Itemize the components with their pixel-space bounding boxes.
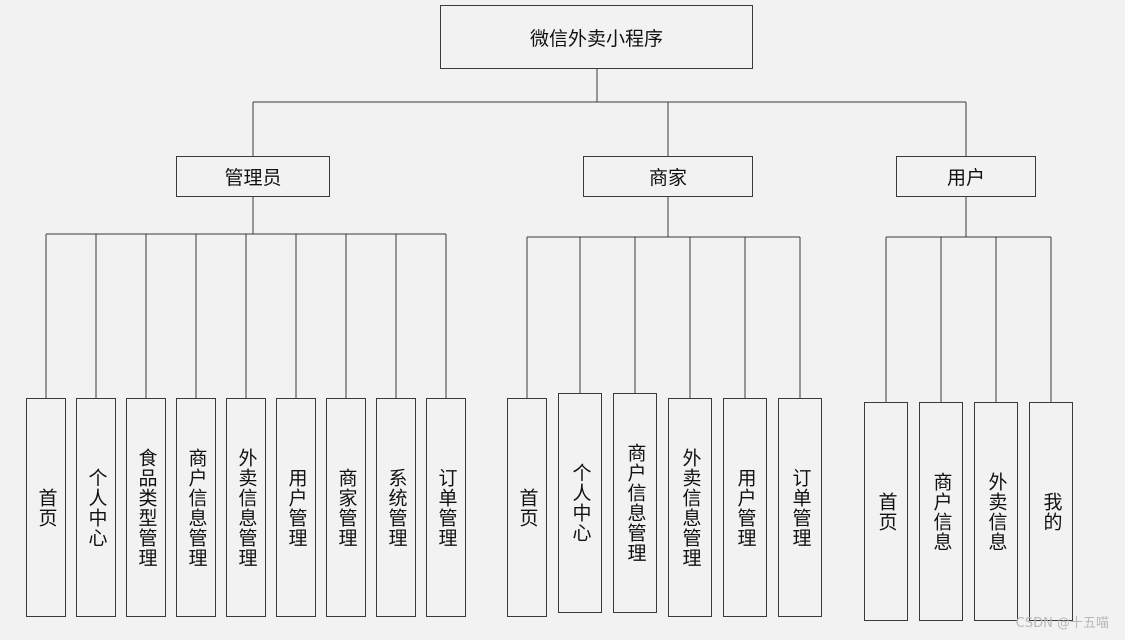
leaf-label: 首页 xyxy=(35,487,58,528)
leaf-node: 商户信息 xyxy=(919,402,963,621)
group-node-merchant: 商家 xyxy=(583,156,753,197)
group-label: 用户 xyxy=(946,167,985,189)
group-label: 管理员 xyxy=(224,167,282,189)
leaf-label: 首页 xyxy=(516,487,539,528)
leaf-label: 订单管理 xyxy=(789,467,812,548)
leaf-label: 订单管理 xyxy=(435,467,458,548)
leaf-node: 首页 xyxy=(864,402,908,621)
leaf-node: 外卖信息 xyxy=(974,402,1018,621)
leaf-node: 外卖信息管理 xyxy=(668,398,712,617)
group-node-admin: 管理员 xyxy=(176,156,330,197)
leaf-label: 用户管理 xyxy=(285,467,308,548)
leaf-label: 个人中心 xyxy=(85,467,108,548)
leaf-label: 商户信息 xyxy=(930,471,953,552)
leaf-label: 个人中心 xyxy=(569,463,592,543)
leaf-label: 商户信息管理 xyxy=(624,443,647,563)
root-node: 微信外卖小程序 xyxy=(440,5,753,69)
leaf-node: 我的 xyxy=(1029,402,1073,621)
leaf-node: 外卖信息管理 xyxy=(226,398,266,617)
leaf-node: 商家管理 xyxy=(326,398,366,617)
leaf-node: 商户信息管理 xyxy=(176,398,216,617)
leaf-node: 首页 xyxy=(507,398,547,617)
leaf-node: 订单管理 xyxy=(778,398,822,617)
leaf-node: 订单管理 xyxy=(426,398,466,617)
leaf-label: 用户管理 xyxy=(734,467,757,548)
leaf-node: 首页 xyxy=(26,398,66,617)
leaf-label: 商家管理 xyxy=(335,467,358,548)
leaf-label: 外卖信息管理 xyxy=(235,447,258,568)
leaf-label: 商户信息管理 xyxy=(185,447,208,568)
group-label: 商家 xyxy=(648,167,687,189)
leaf-label: 外卖信息管理 xyxy=(679,447,702,568)
leaf-node: 食品类型管理 xyxy=(126,398,166,617)
leaf-label: 我的 xyxy=(1040,491,1063,532)
leaf-label: 首页 xyxy=(875,491,898,532)
leaf-node: 个人中心 xyxy=(76,398,116,617)
root-label: 微信外卖小程序 xyxy=(529,27,663,50)
watermark: CSDN @十五喵 xyxy=(1015,616,1109,631)
leaf-label: 食品类型管理 xyxy=(135,447,158,568)
leaf-label: 系统管理 xyxy=(385,467,408,548)
leaf-node: 用户管理 xyxy=(276,398,316,617)
group-node-user: 用户 xyxy=(896,156,1036,197)
leaf-node: 个人中心 xyxy=(558,393,602,613)
leaf-node: 系统管理 xyxy=(376,398,416,617)
leaf-node: 商户信息管理 xyxy=(613,393,657,613)
leaf-node: 用户管理 xyxy=(723,398,767,617)
leaf-label: 外卖信息 xyxy=(985,471,1008,552)
